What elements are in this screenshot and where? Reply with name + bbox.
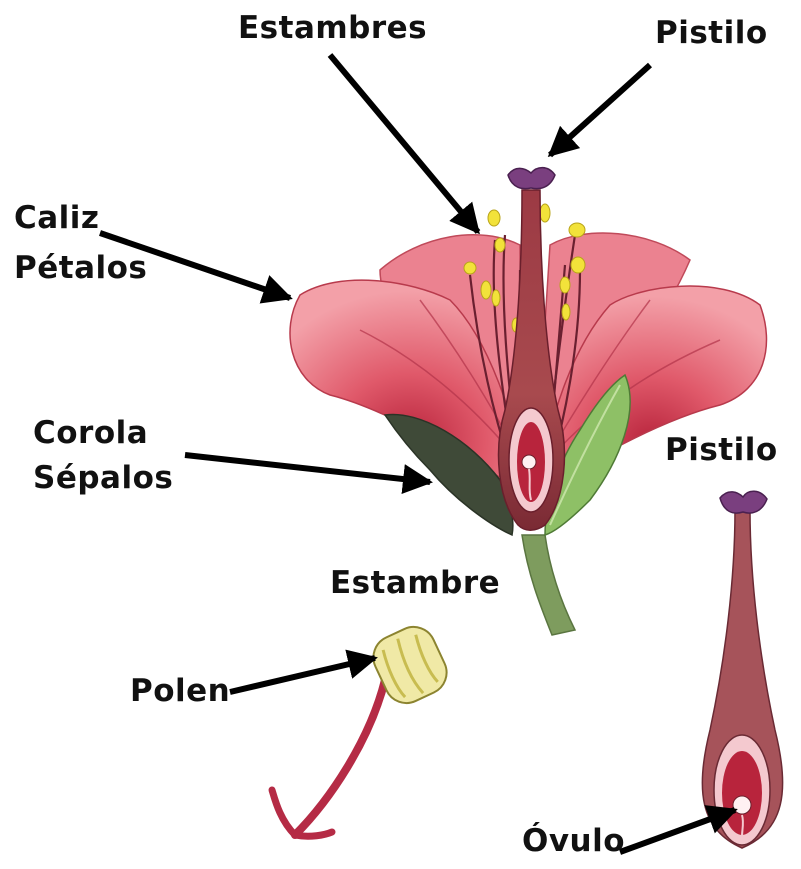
label-estambres: Estambres xyxy=(238,10,427,46)
label-petalos: Pétalos xyxy=(14,250,147,286)
ovulo-icon xyxy=(733,796,751,814)
label-caliz: Caliz xyxy=(14,200,99,236)
label-ovulo: Óvulo xyxy=(522,823,625,859)
label-pistilo-side: Pistilo xyxy=(665,432,778,468)
label-pistilo-top: Pistilo xyxy=(655,15,768,51)
arrow-corola xyxy=(185,455,430,482)
flower-stem xyxy=(522,535,575,635)
arrow-polen xyxy=(230,658,375,692)
separate-stamen xyxy=(272,620,454,836)
label-corola: Corola xyxy=(33,415,148,451)
main-ovule xyxy=(522,455,536,469)
arrow-estambres xyxy=(330,55,478,232)
label-polen: Polen xyxy=(130,673,230,709)
label-sepalos: Sépalos xyxy=(33,460,173,496)
main-stigma xyxy=(508,168,555,189)
arrow-pistilo-top xyxy=(550,65,650,155)
label-estambre: Estambre xyxy=(330,565,500,601)
separate-pistil xyxy=(702,491,782,848)
